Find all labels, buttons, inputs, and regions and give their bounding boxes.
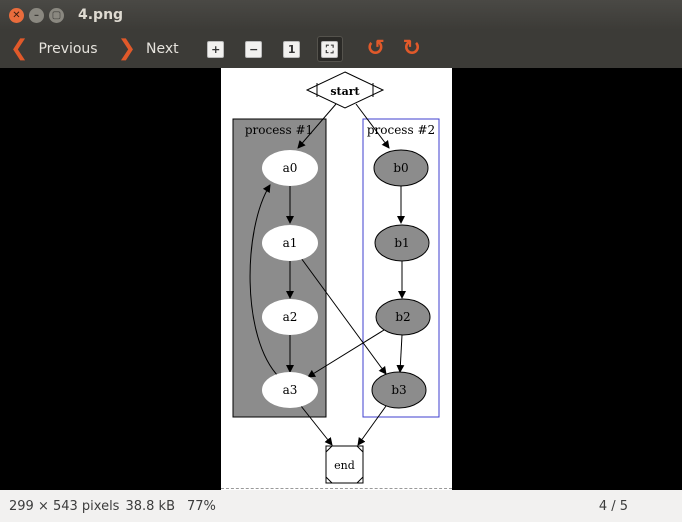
minimize-window-button[interactable]: – — [29, 7, 44, 23]
node-b3 — [371, 371, 427, 409]
edge-b2-a3 — [307, 329, 385, 378]
rotate-right-button[interactable]: ↻ — [399, 36, 425, 62]
status-dimensions: 299 × 543 pixels — [9, 498, 120, 514]
node-b3-label: b3 — [391, 383, 406, 397]
page-boundary-divider — [221, 488, 452, 489]
title-bar: ✕ – ▢ 4.png — [0, 0, 682, 30]
rotate-left-button[interactable]: ↺ — [363, 36, 389, 62]
cluster-process-1-nodes: a0 a1 a2 a3 — [262, 150, 318, 408]
image-page: process #1 process #2 start end — [221, 68, 452, 490]
cluster-process-2-label: process #2 — [367, 123, 435, 137]
zoom-out-button[interactable]: − — [241, 36, 267, 62]
node-a0 — [262, 150, 318, 186]
best-fit-icon: ⛶ — [321, 40, 339, 58]
best-fit-button[interactable]: ⛶ — [316, 36, 343, 62]
node-a0-label: a0 — [283, 161, 298, 175]
normal-size-icon: 1 — [283, 40, 301, 58]
node-a3-label: a3 — [283, 383, 298, 397]
zoom-in-button[interactable]: + — [203, 36, 229, 62]
node-a1-label: a1 — [283, 236, 298, 250]
zoom-in-icon: + — [207, 40, 225, 58]
node-b0 — [373, 149, 429, 187]
node-b2 — [375, 298, 431, 336]
node-b1-label: b1 — [394, 236, 409, 250]
cluster-process-1-label: process #1 — [245, 123, 313, 137]
cluster-process-2-nodes: b0 b1 b2 b3 — [371, 149, 431, 409]
chevron-left-icon: ❮ — [10, 36, 29, 61]
node-a2-label: a2 — [283, 310, 298, 324]
start-node: start — [305, 71, 385, 109]
previous-label: Previous — [38, 41, 98, 57]
node-a3 — [262, 372, 318, 408]
status-bar: 299 × 543 pixels 38.8 kB 77% 4 / 5 — [0, 490, 682, 522]
end-node: end — [325, 445, 364, 484]
rotate-right-icon: ↻ — [402, 36, 421, 61]
rotate-left-icon: ↺ — [366, 36, 385, 61]
node-b1 — [374, 224, 430, 262]
maximize-window-button[interactable]: ▢ — [49, 7, 64, 23]
edge-start-b0 — [355, 103, 390, 149]
toolbar: ❮ Previous ❯ Next + − 1 ⛶ ↺ ↻ — [0, 30, 682, 68]
edge-a3-a0 — [249, 184, 280, 378]
edge-b3-end — [357, 405, 387, 446]
status-page: 4 / 5 — [598, 498, 628, 514]
cluster-process-2 — [362, 118, 440, 418]
end-label: end — [334, 459, 355, 472]
node-a1 — [262, 225, 318, 261]
node-b2-label: b2 — [395, 310, 410, 324]
graph-diagram: process #1 process #2 start end — [232, 71, 440, 484]
image-canvas[interactable]: process #1 process #2 start end — [0, 68, 682, 490]
zoom-out-icon: − — [245, 40, 263, 58]
start-label: start — [330, 85, 360, 98]
close-window-button[interactable]: ✕ — [9, 7, 24, 23]
edge-a1-b3 — [300, 257, 387, 375]
edge-a3-end — [300, 405, 333, 446]
next-label: Next — [146, 41, 179, 57]
chevron-right-icon: ❯ — [117, 36, 137, 61]
previous-button[interactable]: ❮ Previous — [10, 34, 98, 64]
edge-b2-b3 — [396, 334, 405, 373]
node-a2 — [262, 299, 318, 335]
normal-size-button[interactable]: 1 — [279, 36, 305, 62]
node-b0-label: b0 — [393, 161, 408, 175]
graph-edges — [249, 103, 406, 446]
status-zoom: 77% — [187, 498, 216, 514]
window-title: 4.png — [78, 7, 124, 23]
next-button[interactable]: ❯ Next — [118, 34, 179, 64]
edge-start-a0 — [297, 103, 337, 149]
status-file-size: 38.8 kB — [125, 498, 175, 514]
